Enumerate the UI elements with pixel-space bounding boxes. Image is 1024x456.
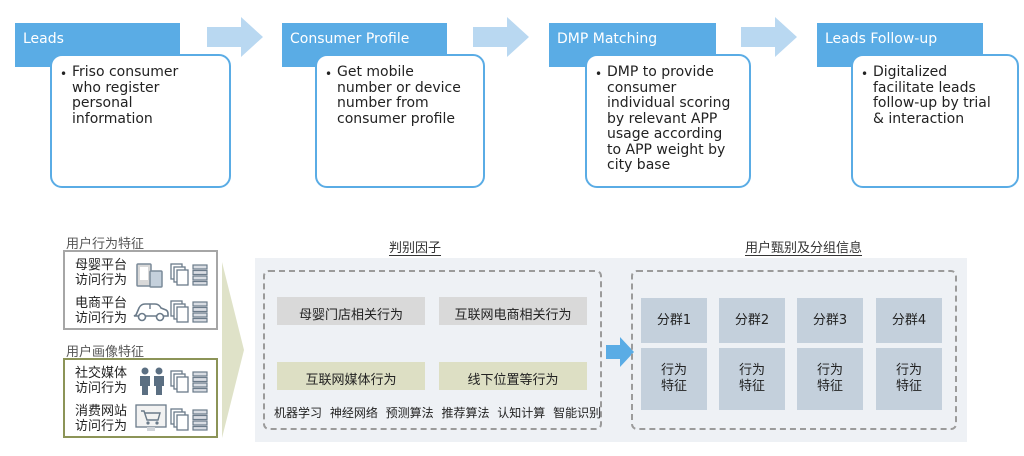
bullet-icon: • [861,67,869,81]
cluster-behavior: 行为 特征 [641,348,707,410]
right-arrow-icon [207,17,263,57]
portrait-feature-title: 用户画像特征 [66,345,145,360]
cluster-behavior: 行为 特征 [876,348,942,410]
factor-item: 互联网媒体行为 [277,362,425,390]
cluster-behavior: 行为 特征 [719,348,785,410]
documents-icon [170,408,189,431]
cluster-header: 分群1 [641,298,707,343]
factor-item: 母婴门店相关行为 [277,297,425,325]
stage-description-box: • Friso consumer who register personal i… [50,54,231,188]
cluster-header: 分群3 [797,298,863,343]
bullet-icon: • [325,67,333,81]
feature-item: 消费网站 访问行为 [75,404,128,434]
behavior-feature-group: 母婴平台 访问行为 电商平台 访问行为 [63,250,218,330]
factor-item: 互联网电商相关行为 [439,297,587,325]
feature-item: 电商平台 访问行为 [75,296,128,326]
feature-item: 社交媒体 访问行为 [75,366,128,396]
documents-icon [170,263,189,286]
behavior-feature-title: 用户行为特征 [66,237,145,252]
feature-item: 母婴平台 访问行为 [75,258,128,288]
clusters-box [631,270,957,430]
bullet-icon: • [595,67,603,81]
list-icon [192,409,208,431]
chevron-right-icon [222,262,244,438]
right-arrow-icon [473,17,529,57]
documents-icon [170,300,189,323]
algorithm-list: 机器学习 神经网络 预测算法 推荐算法 认知计算 智能识别 [274,406,602,420]
stage-description: DMP to provide consumer individual scori… [607,64,731,173]
factor-item: 线下位置等行为 [439,362,587,390]
stage-description-box: • Digitalized facilitate leads follow-up… [851,54,1019,188]
car-icon [133,303,169,322]
right-arrow-icon [606,337,634,367]
cluster-header: 分群4 [876,298,942,343]
stage-description-box: • Get mobile number or device number fro… [315,54,485,188]
stage-description: Friso consumer who register personal inf… [72,64,179,127]
documents-icon [170,370,189,393]
portrait-feature-group: 社交媒体 访问行为 消费网站 访问行为 [63,358,218,438]
shopping-cart-icon [135,404,167,431]
right-arrow-icon [741,17,797,57]
cluster-header: 分群2 [719,298,785,343]
list-icon [192,301,208,323]
list-icon [192,371,208,393]
factors-title: 判别因子 [389,241,442,256]
stage-description: Digitalized facilitate leads follow-up b… [873,64,991,127]
list-icon [192,264,208,286]
stage-description-box: • DMP to provide consumer individual sco… [585,54,751,188]
phone-tablet-icon [136,263,163,288]
bullet-icon: • [60,67,68,81]
clusters-title: 用户甄别及分组信息 [745,241,863,256]
people-icon [140,367,164,395]
factors-box [263,270,602,430]
cluster-behavior: 行为 特征 [797,348,863,410]
stage-description: Get mobile number or device number from … [337,64,461,127]
